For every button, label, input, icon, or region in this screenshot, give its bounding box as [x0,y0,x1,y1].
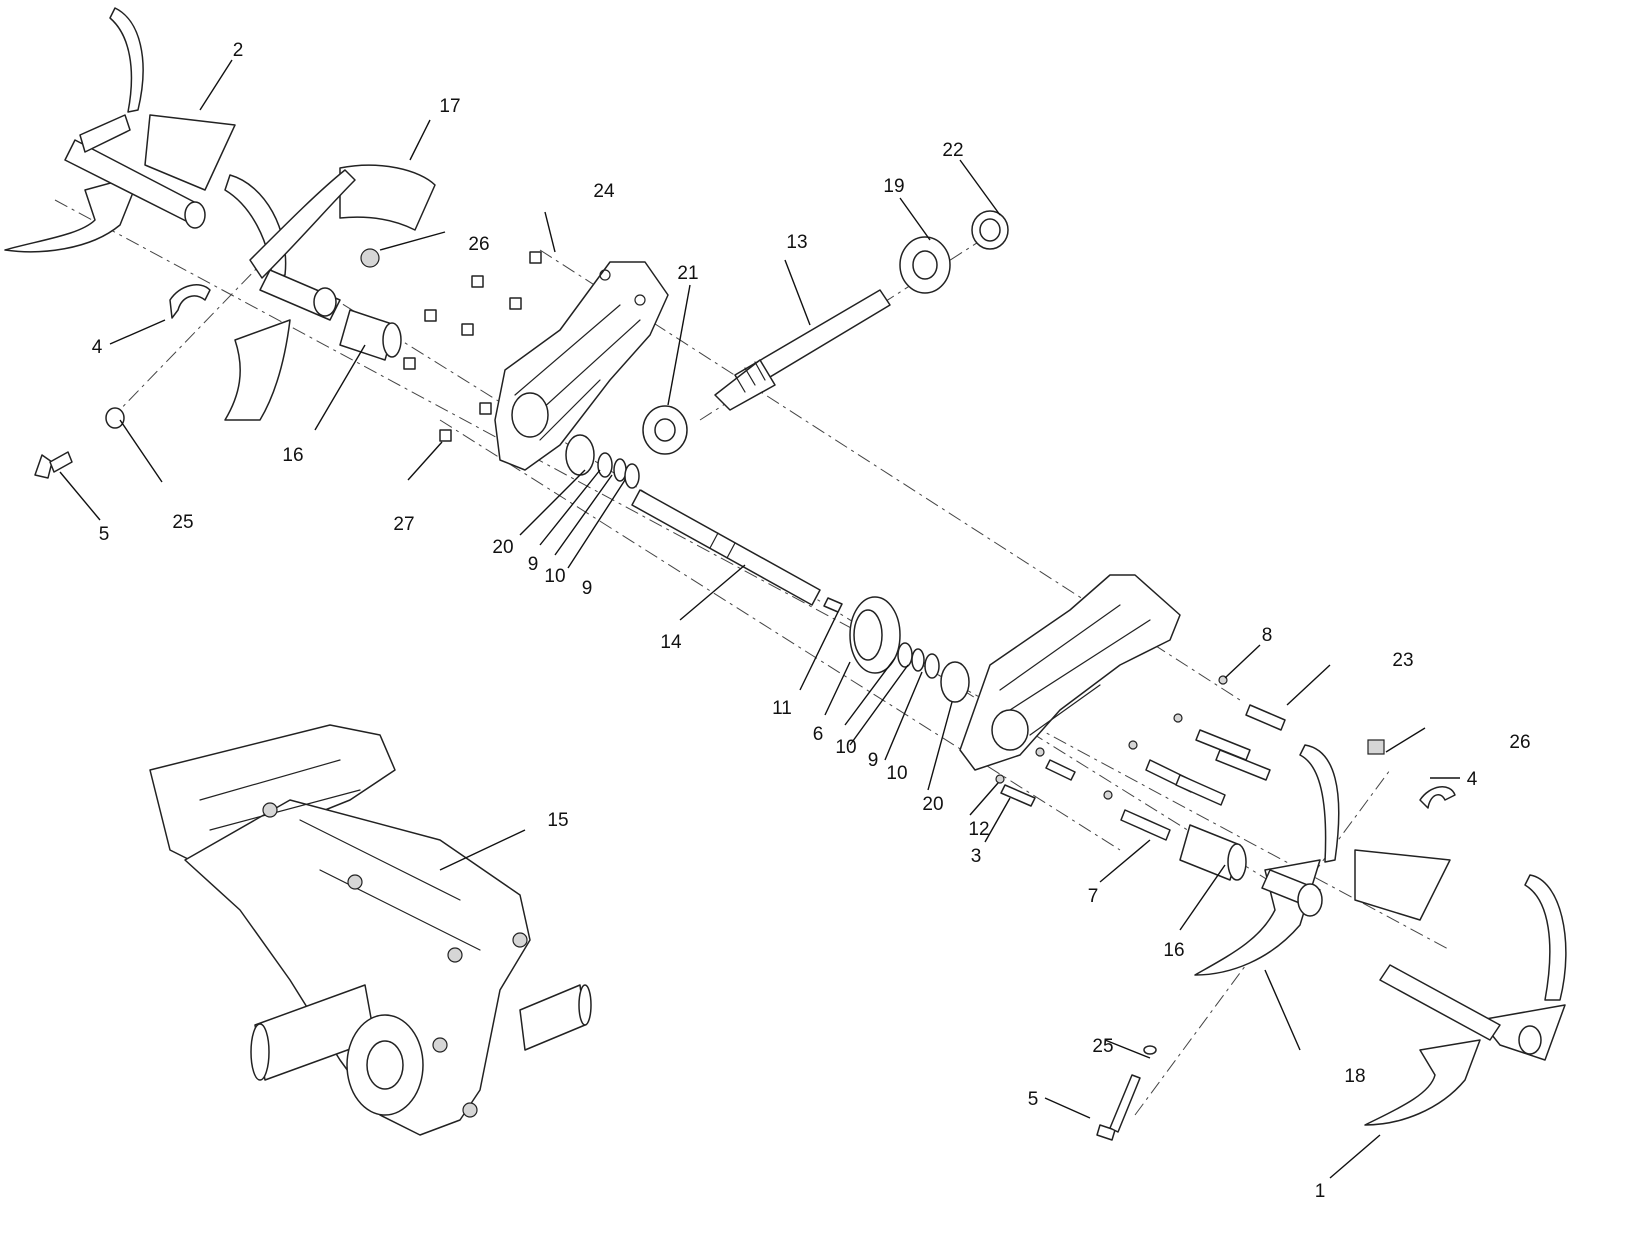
callout-10-upper: 10 [544,566,565,587]
callout-13: 13 [786,232,807,253]
leader-lines [59,59,1460,1179]
washer-25-left [105,407,125,429]
washer-25-right [1143,1045,1157,1055]
callout-16-upper: 16 [282,445,303,466]
callout-9-upper-a: 9 [528,554,539,575]
callout-25-right: 25 [1092,1036,1113,1057]
bearing-19 [899,236,951,294]
lock-nut-26-lower [1367,739,1385,755]
callout-15: 15 [547,810,568,831]
bearing-washers-lower [897,642,970,703]
callout-5-left: 5 [99,524,110,545]
callout-22: 22 [942,140,963,161]
worm-gear-6 [849,596,901,674]
callout-4-left: 4 [92,337,103,358]
callout-17: 17 [439,96,460,117]
spacer-16-lower [1179,824,1247,881]
callout-12: 12 [968,819,989,840]
tine-assembly-17 [224,164,436,421]
lock-nut-26-upper [360,248,380,268]
callout-10-lower-b: 10 [886,763,907,784]
tine-assembly-1 [1364,874,1567,1126]
hairpin-clip-4-right [1419,786,1456,809]
worm-shaft-13 [714,289,891,411]
seal-22 [971,210,1009,250]
callout-8: 8 [1262,625,1273,646]
callout-18: 18 [1344,1066,1365,1087]
hex-nuts-group [403,251,542,442]
callout-10-lower-a: 10 [835,737,856,758]
callout-14: 14 [660,632,682,653]
callout-7: 7 [1088,886,1099,907]
tine-assembly-2 [4,7,236,253]
gearcase-half-lower [959,574,1181,771]
callout-26-lower: 26 [1509,732,1530,753]
callout-9-lower: 9 [868,750,879,771]
callout-26-upper: 26 [468,234,489,255]
shaft-14 [631,489,821,606]
tine-assembly-18 [1194,744,1451,976]
spacer-16-upper [339,309,402,361]
callout-2: 2 [233,40,244,61]
callout-3: 3 [971,846,982,867]
callout-27: 27 [393,514,414,535]
callout-1: 1 [1315,1181,1326,1202]
callout-numbers: 1 2 3 4 4 5 5 6 7 8 9 9 9 10 10 10 11 12… [92,40,1531,1202]
callout-21: 21 [677,263,698,284]
callout-20-lower: 20 [922,794,943,815]
callout-19: 19 [883,176,904,197]
bolts-and-washers-right [995,675,1286,841]
callout-5-right: 5 [1028,1089,1039,1110]
gearcase-half-upper [494,261,669,471]
bearing-washers-upper [565,434,640,489]
callout-23: 23 [1392,650,1413,671]
bolt-5-right [1096,1074,1141,1141]
callout-16-lower: 16 [1163,940,1184,961]
callout-4-right: 4 [1467,769,1478,790]
callout-24: 24 [593,181,615,202]
hairpin-clip-4-left [169,284,211,319]
callout-25-left: 25 [172,512,193,533]
callout-11: 11 [772,698,792,719]
callout-6: 6 [813,724,824,745]
key-11 [823,597,843,613]
gearcase-assembly-15 [149,724,592,1136]
bolt-5-left [34,451,73,479]
bearing-21 [642,405,688,455]
callout-20-upper: 20 [492,537,513,558]
callout-9-upper-b: 9 [582,578,593,599]
